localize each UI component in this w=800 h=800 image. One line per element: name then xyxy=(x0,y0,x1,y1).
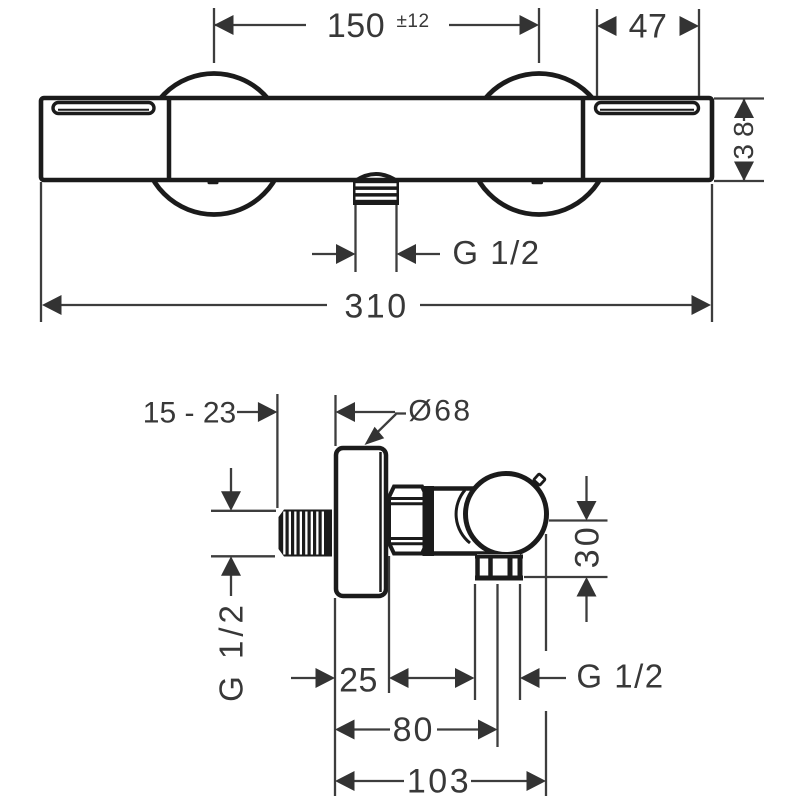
svg-text:G 1/2: G 1/2 xyxy=(213,601,250,702)
svg-text:G 1/2: G 1/2 xyxy=(576,658,664,695)
svg-text:Ø68: Ø68 xyxy=(408,395,472,428)
svg-text:25: 25 xyxy=(339,662,378,700)
svg-text:38: 38 xyxy=(728,114,759,159)
svg-text:310: 310 xyxy=(344,288,408,326)
svg-text:30: 30 xyxy=(569,524,607,568)
svg-text:G 1/2: G 1/2 xyxy=(452,234,540,271)
svg-text:80: 80 xyxy=(393,711,435,749)
svg-text:103: 103 xyxy=(407,763,471,800)
svg-text:47: 47 xyxy=(629,8,668,46)
svg-text:150: 150 xyxy=(327,7,385,45)
svg-text:±12: ±12 xyxy=(396,11,429,32)
svg-text:15 - 23: 15 - 23 xyxy=(143,397,236,430)
